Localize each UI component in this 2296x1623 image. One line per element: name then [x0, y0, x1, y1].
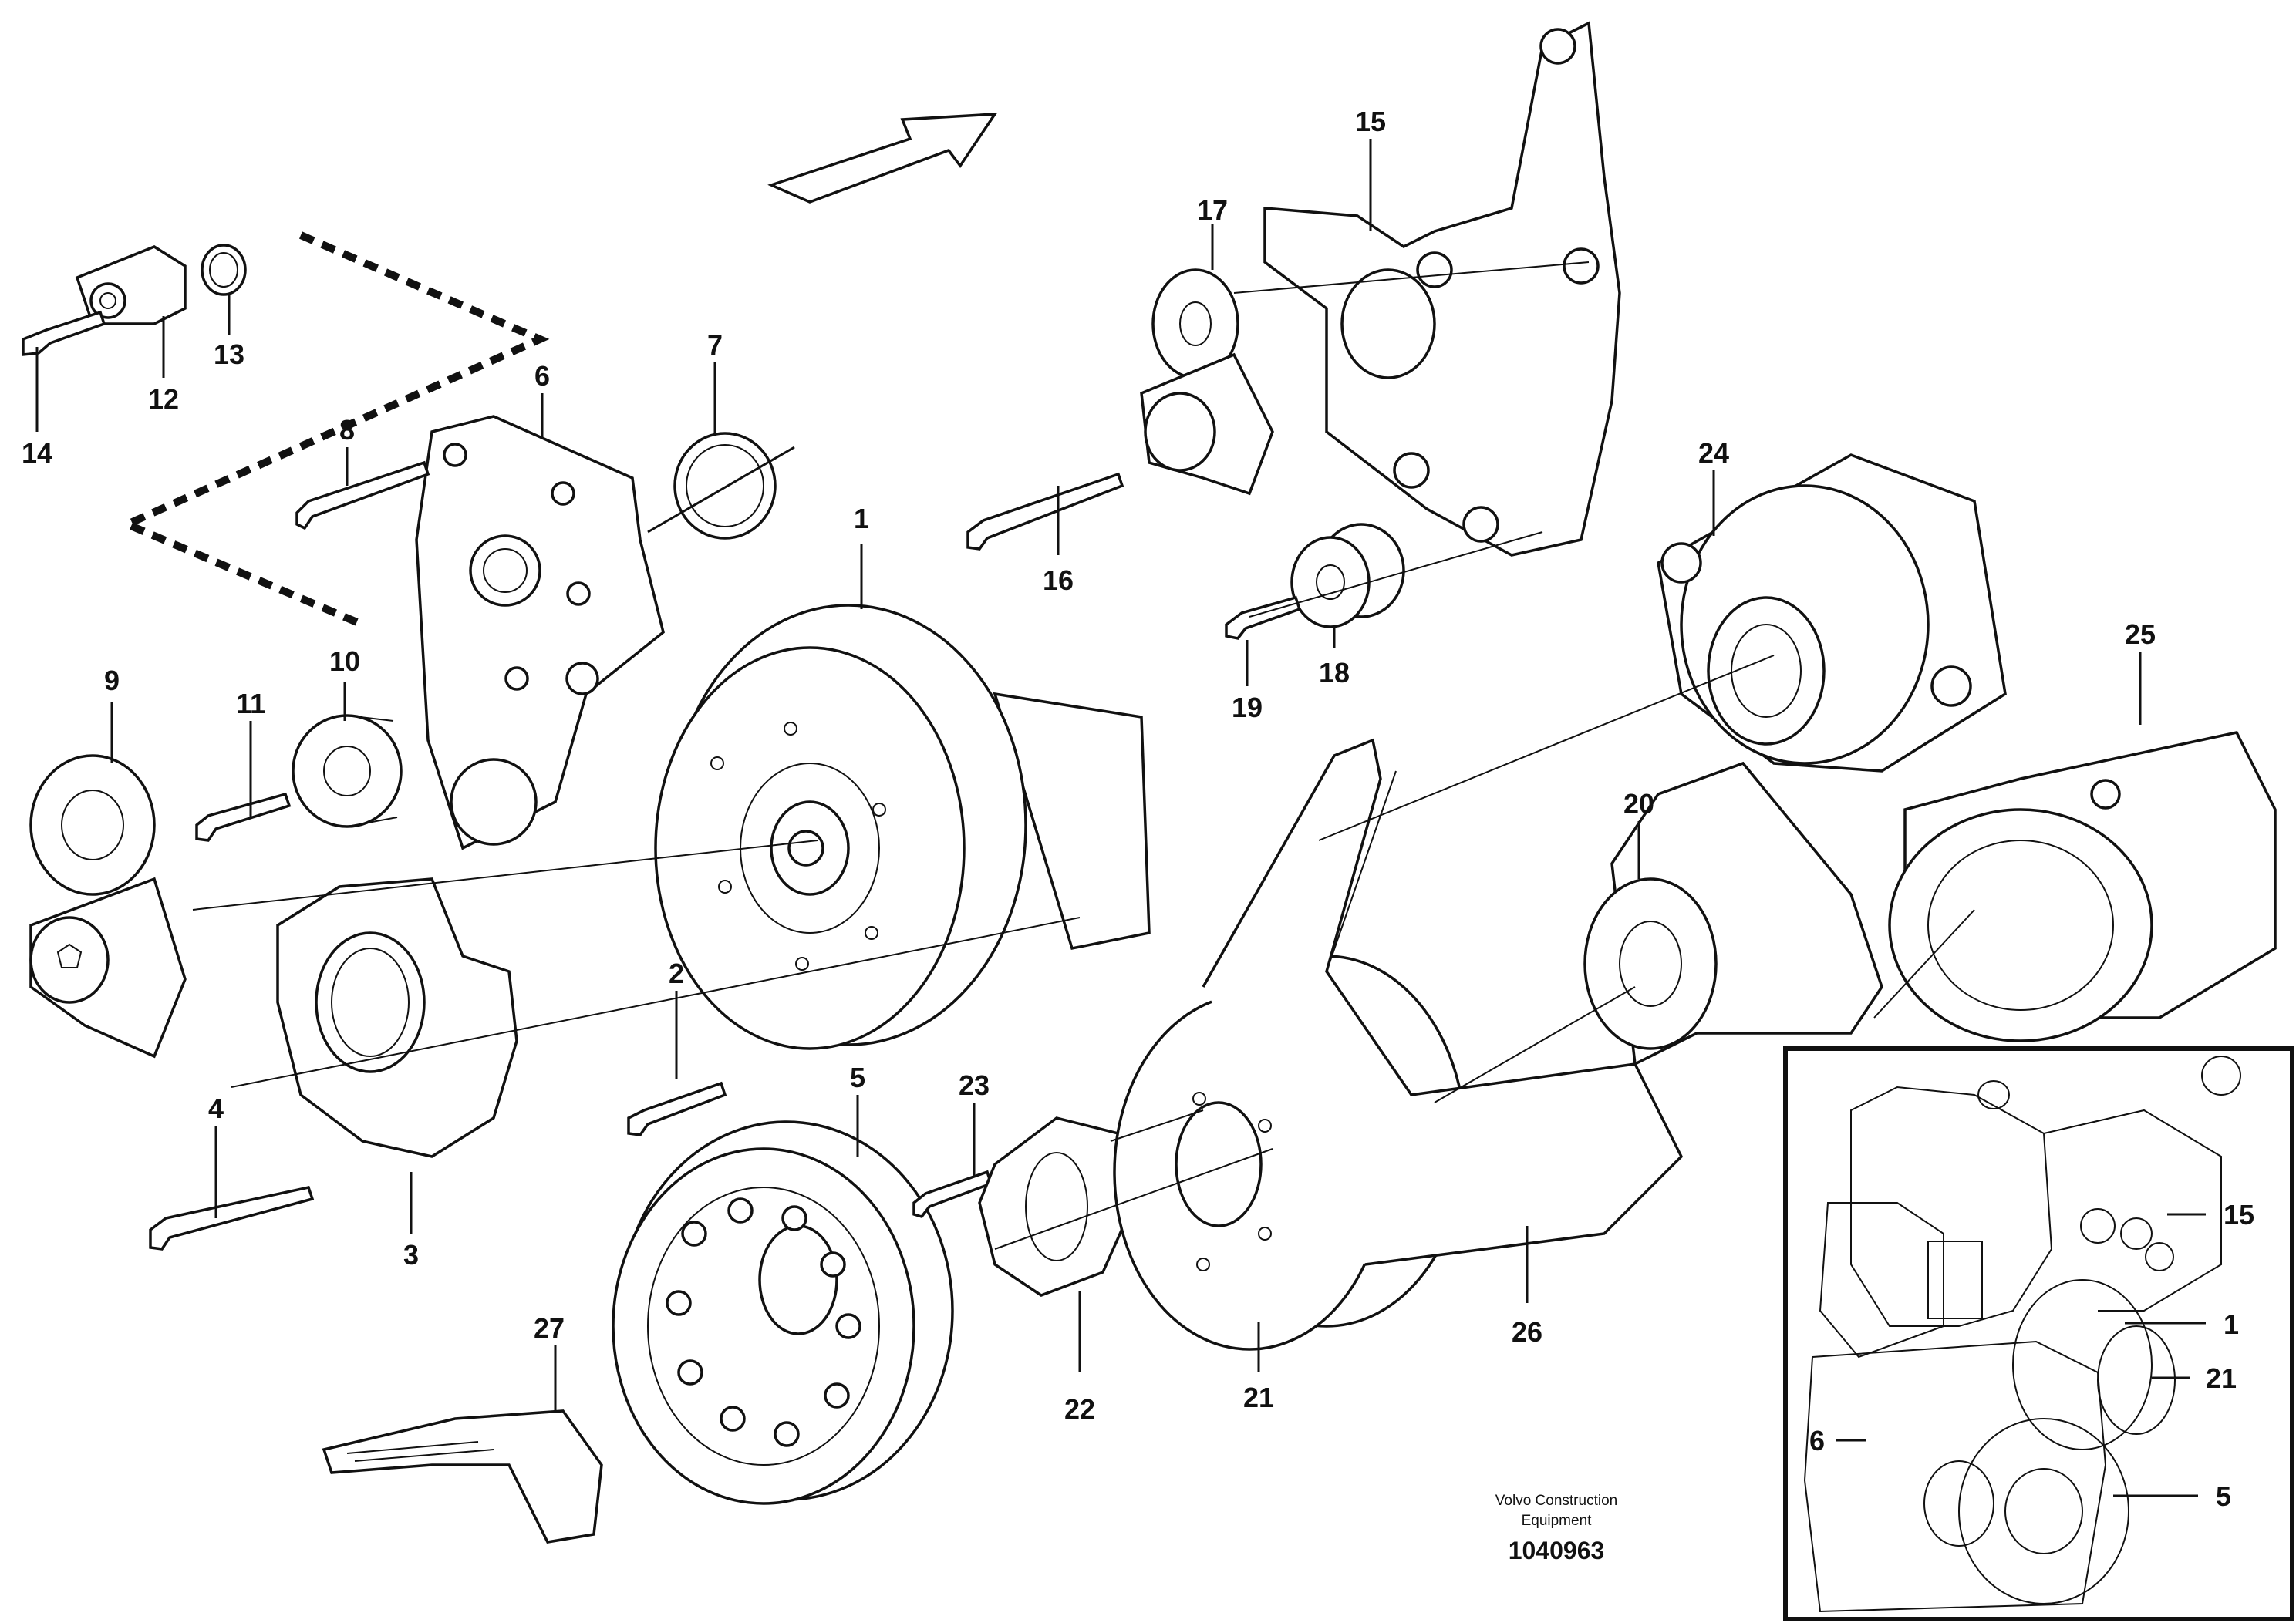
callout-6: 6 — [534, 360, 550, 392]
callout-16: 16 — [1043, 564, 1074, 596]
credit-line-1: Volvo Construction — [1495, 1493, 1617, 1509]
callout-17: 17 — [1197, 194, 1228, 226]
reference-dashed-lines — [117, 231, 550, 628]
leader-lines — [35, 139, 2142, 1411]
callout-14: 14 — [22, 437, 52, 469]
callout-20: 20 — [1623, 788, 1654, 820]
inset-label-6: 6 — [1809, 1425, 1825, 1456]
inset-label-5: 5 — [2216, 1480, 2231, 1512]
callout-22: 22 — [1064, 1393, 1095, 1425]
callout-12: 12 — [148, 383, 179, 415]
idler-18 — [1290, 523, 1405, 628]
bracket-15 — [1263, 21, 1621, 557]
callout-9: 9 — [104, 665, 120, 696]
coupling-3 — [276, 877, 518, 1158]
belt-27 — [322, 1409, 603, 1544]
callout-26: 26 — [1512, 1316, 1542, 1348]
callout-1: 1 — [854, 503, 869, 534]
ac-compressor-25 — [1888, 731, 2277, 1042]
callout-15: 15 — [1355, 106, 1386, 137]
bolt-19 — [1225, 595, 1302, 640]
callout-21: 21 — [1243, 1382, 1274, 1413]
small-bracket-12 — [75, 245, 187, 325]
callout-13: 13 — [214, 338, 244, 370]
bolt-4 — [149, 1185, 315, 1251]
callout-8: 8 — [339, 414, 355, 446]
bolt-2 — [627, 1081, 727, 1136]
pulley-5 — [612, 1120, 954, 1505]
o-ring-7 — [647, 432, 795, 540]
tensioner-17 — [1140, 268, 1274, 496]
inset-engine-drawing — [1803, 1056, 2241, 1613]
bolt-8 — [295, 460, 430, 530]
inset-label-1: 1 — [2224, 1308, 2239, 1340]
callout-18: 18 — [1319, 657, 1350, 689]
callout-27: 27 — [534, 1312, 565, 1344]
callout-2: 2 — [669, 958, 684, 989]
callout-labels: 1 2 3 4 5 6 7 8 9 10 11 12 13 14 15 16 1… — [22, 106, 2156, 1425]
engine-location-inset: 15 1 21 6 5 — [1783, 1046, 2294, 1621]
ring-13 — [201, 244, 247, 296]
direction-arrow — [767, 113, 998, 204]
bolt-23 — [912, 1170, 993, 1219]
callout-10: 10 — [329, 645, 360, 677]
callout-4: 4 — [208, 1093, 224, 1124]
bracket-6 — [415, 415, 665, 850]
callout-25: 25 — [2125, 618, 2156, 650]
callout-24: 24 — [1698, 437, 1729, 469]
callout-11: 11 — [236, 688, 265, 719]
bolt-14 — [22, 310, 106, 356]
inset-label-21: 21 — [2206, 1362, 2237, 1394]
credit-line-2: Equipment — [1522, 1513, 1593, 1529]
drawing-number: 1040963 — [1509, 1537, 1605, 1564]
bolt-11 — [195, 792, 292, 842]
pulley-1 — [654, 604, 1151, 1050]
bolt-16 — [966, 472, 1124, 551]
bracket-20 — [1583, 761, 1883, 1066]
callout-5: 5 — [850, 1062, 865, 1093]
credit-block: Volvo Construction Equipment 1040963 — [1495, 1493, 1617, 1564]
idler-10 — [292, 714, 403, 828]
callout-7: 7 — [707, 329, 723, 361]
callout-23: 23 — [959, 1069, 990, 1101]
callout-19: 19 — [1232, 692, 1263, 723]
belt-26 — [1202, 738, 1684, 1266]
spacer-22 — [978, 1116, 1135, 1297]
callout-3: 3 — [403, 1239, 419, 1271]
tensioner-9 — [29, 754, 187, 1059]
inset-label-15: 15 — [2224, 1199, 2254, 1231]
alternator-24 — [1657, 453, 2007, 773]
inset-leaders — [1836, 1213, 2206, 1497]
